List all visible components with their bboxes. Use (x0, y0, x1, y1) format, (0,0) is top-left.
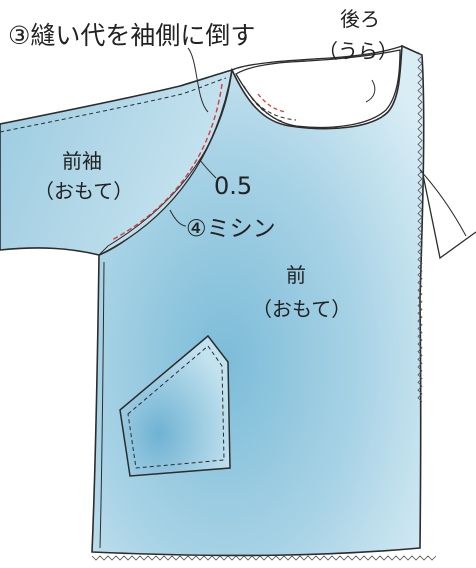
pocket-stitch (127, 345, 225, 469)
sleeve-label-line2: （おもて） (34, 179, 133, 203)
measure-label: 0.5 (214, 172, 252, 200)
step3-label: ③縫い代を袖側に倒す (8, 21, 255, 50)
step4-label: ④ミシン (186, 216, 276, 242)
front-label-line2: （おもて） (252, 297, 351, 321)
front-edge-stitch (99, 261, 105, 549)
overlock-edge (417, 51, 423, 402)
machine-stitch-red (111, 83, 223, 241)
sleeve-topstitch (0, 77, 227, 133)
seam-allowance (98, 69, 233, 256)
pocket (119, 334, 231, 477)
back-label-line1: 後ろ (340, 7, 380, 31)
back-lining-area (235, 49, 401, 129)
leader-measure (199, 159, 217, 179)
front-label-line1: 前 (286, 263, 306, 287)
leader-back (365, 79, 376, 103)
neck-stitch-red (257, 93, 287, 113)
sleeve-label-line1: 前袖 (62, 149, 102, 173)
back-label-line2: （うら） (318, 39, 398, 63)
leader-step3 (187, 47, 209, 113)
hem-overlock (91, 555, 437, 561)
leader-step4 (169, 209, 187, 227)
leader-side-seam (419, 169, 467, 237)
neck-stitch-dark (243, 85, 297, 123)
